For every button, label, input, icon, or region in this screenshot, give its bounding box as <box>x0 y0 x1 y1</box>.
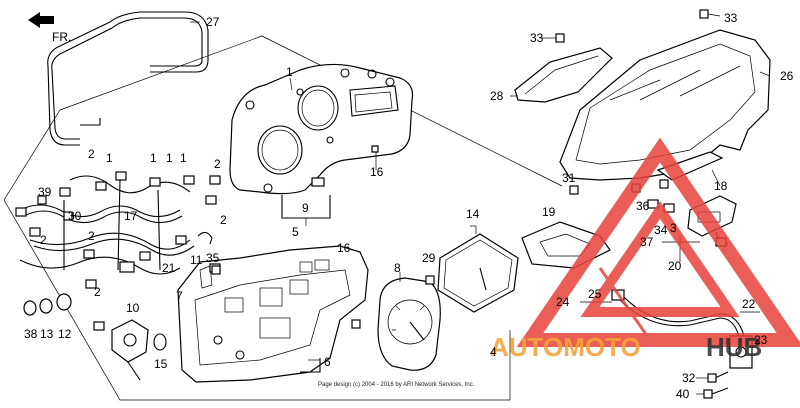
callout-25: 25 <box>588 287 602 301</box>
callout-3: 3 <box>670 221 677 235</box>
callout-1b: 1 <box>150 151 157 165</box>
part-10-sensor <box>111 319 149 381</box>
callout-31: 31 <box>562 171 576 185</box>
callout-2-bottom: 2 <box>94 285 101 299</box>
callout-26: 26 <box>780 69 794 83</box>
callout-18: 18 <box>714 179 728 193</box>
callout-5: 5 <box>292 225 299 239</box>
callout-22: 22 <box>742 297 756 311</box>
callout-13: 13 <box>40 327 54 341</box>
callout-1c: 1 <box>166 151 173 165</box>
callout-1a: 1 <box>106 151 113 165</box>
callout-29: 29 <box>422 251 436 265</box>
callout-21: 21 <box>162 261 176 275</box>
brand-automoto: AUTOMOTO <box>490 332 641 362</box>
callout-33b: 33 <box>724 11 738 25</box>
part-5-meter-housing <box>229 63 414 195</box>
callout-36: 36 <box>636 199 650 213</box>
part-26-upper-cowl <box>559 29 771 181</box>
leader-lines <box>190 13 771 395</box>
callout-23: 23 <box>754 333 768 347</box>
part-6-meter-case <box>177 245 369 383</box>
callout-16b: 16 <box>337 241 351 255</box>
callout-2-top: 2 <box>88 147 95 161</box>
callout-38: 38 <box>24 327 38 341</box>
callout-1d: 1 <box>180 151 187 165</box>
callout-2-side: 2 <box>220 213 227 227</box>
callout-2-mid: 2 <box>88 229 95 243</box>
callout-39: 39 <box>38 185 52 199</box>
callout-33a: 33 <box>530 31 544 45</box>
callout-2-right: 2 <box>214 157 221 171</box>
part-9-bolt <box>281 177 331 226</box>
callout-30: 30 <box>68 209 82 223</box>
callout-27: 27 <box>206 15 220 29</box>
part-14-clock <box>437 226 519 313</box>
part-15-grommet <box>153 333 167 351</box>
callout-37: 37 <box>640 235 654 249</box>
part-11-clip <box>197 231 221 275</box>
callout-32: 32 <box>682 371 696 385</box>
callout-14: 14 <box>466 207 480 221</box>
callout-7: 7 <box>176 289 183 303</box>
callout-numbers: 27 1 16 9 5 16 6 8 29 14 19 33 33 26 28 … <box>24 11 794 401</box>
callout-19: 19 <box>542 205 556 219</box>
brand-hub: HUB <box>706 332 762 362</box>
part-21-wire-harness <box>15 171 221 289</box>
callout-34: 34 <box>654 223 668 237</box>
callout-24: 24 <box>556 295 570 309</box>
callout-40: 40 <box>676 387 690 401</box>
callout-16: 16 <box>370 165 384 179</box>
callout-6: 6 <box>324 355 331 369</box>
callout-20: 20 <box>668 259 682 273</box>
watermark-text: AUTOMOTO HUB <box>490 332 762 362</box>
callout-10: 10 <box>126 301 140 315</box>
callout-28: 28 <box>490 89 504 103</box>
callout-8: 8 <box>394 261 401 275</box>
callout-17: 17 <box>124 209 138 223</box>
part-8-gauge <box>377 277 441 371</box>
copyright-notice: Page design (c) 2004 - 2016 by ARI Netwo… <box>318 382 475 388</box>
callout-11: 11 <box>190 253 203 267</box>
callout-12: 12 <box>58 327 72 341</box>
part-16-screw-top <box>371 145 379 153</box>
part-27-wiring-loop <box>47 11 209 146</box>
callout-4: 4 <box>490 345 497 359</box>
front-label: FR. <box>52 30 71 44</box>
assembly-outline <box>3 35 563 401</box>
washers-38-13-12 <box>23 293 105 331</box>
callout-35: 35 <box>206 251 220 265</box>
part-28-cowl-panel <box>514 47 613 103</box>
front-direction-arrow: FR. <box>28 12 71 44</box>
callout-9: 9 <box>302 201 309 215</box>
callout-1: 1 <box>286 65 293 79</box>
watermark-logo <box>516 137 800 347</box>
callout-15: 15 <box>154 357 168 371</box>
callout-2-left: 2 <box>40 233 47 247</box>
